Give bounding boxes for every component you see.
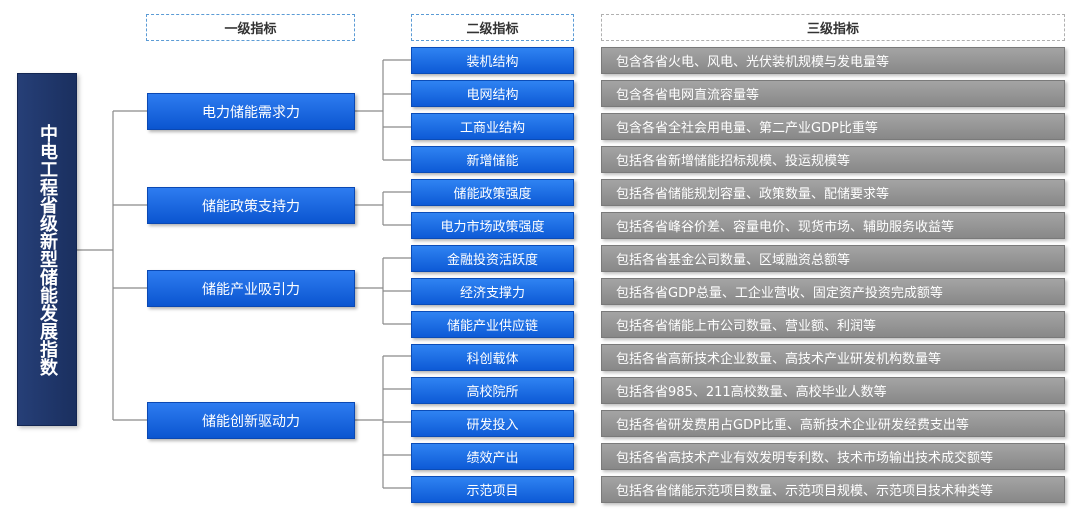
level3-node: 包含各省全社会用电量、第二产业GDP比重等 (601, 113, 1065, 140)
level2-node: 储能政策强度 (411, 179, 574, 206)
level2-node: 储能产业供应链 (411, 311, 574, 338)
header-level2-label: 二级指标 (466, 22, 519, 37)
level2-node: 科创载体 (411, 344, 574, 371)
level1-node: 电力储能需求力 (147, 93, 355, 130)
level2-label: 金融投资活跃度 (446, 253, 538, 268)
level2-node: 绩效产出 (411, 443, 574, 470)
level3-node: 包括各省GDP总量、工企业营收、固定资产投资完成额等 (601, 278, 1065, 305)
level3-node: 包含各省火电、风电、光伏装机规模与发电量等 (601, 47, 1065, 74)
level2-node: 经济支撑力 (411, 278, 574, 305)
level2-label: 高校院所 (466, 385, 519, 400)
level3-desc: 包括各省985、211高校数量、高校毕业人数等 (616, 385, 887, 400)
level2-label: 绩效产出 (466, 451, 519, 466)
level3-node: 包括各省峰谷价差、容量电价、现货市场、辅助服务收益等 (601, 212, 1065, 239)
level1-label: 储能产业吸引力 (202, 281, 300, 298)
level3-desc: 包括各省高技术产业有效发明专利数、技术市场输出技术成交额等 (616, 451, 994, 466)
level3-node: 包含各省电网直流容量等 (601, 80, 1065, 107)
level3-node: 包括各省基金公司数量、区域融资总额等 (601, 245, 1065, 272)
level1-node: 储能创新驱动力 (147, 402, 355, 439)
level3-desc: 包括各省基金公司数量、区域融资总额等 (616, 253, 851, 268)
level2-label: 工商业结构 (459, 121, 525, 136)
level3-desc: 包含各省全社会用电量、第二产业GDP比重等 (616, 121, 878, 136)
level2-node: 工商业结构 (411, 113, 574, 140)
level2-node: 研发投入 (411, 410, 574, 437)
level1-node: 储能政策支持力 (147, 187, 355, 224)
header-level3-label: 三级指标 (806, 22, 859, 37)
level3-desc: 包括各省GDP总量、工企业营收、固定资产投资完成额等 (616, 286, 943, 301)
level3-node: 包括各省研发费用占GDP比重、高新技术企业研发经费支出等 (601, 410, 1065, 437)
level3-node: 包括各省高技术产业有效发明专利数、技术市场输出技术成交额等 (601, 443, 1065, 470)
level2-label: 装机结构 (466, 55, 519, 70)
level3-desc: 包括各省储能规划容量、政策数量、配储要求等 (616, 187, 890, 202)
level3-node: 包括各省新增储能招标规模、投运规模等 (601, 146, 1065, 173)
level2-label: 示范项目 (466, 484, 519, 499)
level3-node: 包括各省储能规划容量、政策数量、配储要求等 (601, 179, 1065, 206)
level3-desc: 包括各省储能上市公司数量、营业额、利润等 (616, 319, 877, 334)
level2-node: 装机结构 (411, 47, 574, 74)
level1-label: 储能政策支持力 (202, 198, 300, 215)
level2-label: 研发投入 (466, 418, 519, 433)
level1-node: 储能产业吸引力 (147, 270, 355, 307)
level2-label: 新增储能 (466, 154, 519, 169)
header-level1-label: 一级指标 (224, 22, 277, 37)
level2-node: 金融投资活跃度 (411, 245, 574, 272)
level2-node: 示范项目 (411, 476, 574, 503)
header-level2: 二级指标 (411, 14, 574, 41)
level1-label: 储能创新驱动力 (202, 413, 300, 430)
level2-label: 储能产业供应链 (446, 319, 538, 334)
header-level1: 一级指标 (146, 14, 355, 41)
root-label: 中电工程省级新型储能发展指数 (37, 123, 58, 376)
level3-desc: 包括各省峰谷价差、容量电价、现货市场、辅助服务收益等 (616, 220, 955, 235)
header-level3: 三级指标 (601, 14, 1065, 41)
level3-desc: 包括各省高新技术企业数量、高技术产业研发机构数量等 (616, 352, 942, 367)
level3-node: 包括各省高新技术企业数量、高技术产业研发机构数量等 (601, 344, 1065, 371)
level2-node: 电网结构 (411, 80, 574, 107)
level3-desc: 包括各省研发费用占GDP比重、高新技术企业研发经费支出等 (616, 418, 969, 433)
level3-desc: 包含各省电网直流容量等 (616, 88, 760, 103)
level3-desc: 包含各省火电、风电、光伏装机规模与发电量等 (616, 55, 890, 70)
level2-label: 储能政策强度 (453, 187, 532, 202)
level3-node: 包括各省985、211高校数量、高校毕业人数等 (601, 377, 1065, 404)
root-node: 中电工程省级新型储能发展指数 (17, 73, 77, 426)
level2-node: 新增储能 (411, 146, 574, 173)
level3-desc: 包括各省新增储能招标规模、投运规模等 (616, 154, 851, 169)
level2-node: 高校院所 (411, 377, 574, 404)
level1-label: 电力储能需求力 (202, 104, 300, 121)
level2-label: 电力市场政策强度 (440, 220, 545, 235)
level3-node: 包括各省储能上市公司数量、营业额、利润等 (601, 311, 1065, 338)
level2-label: 电网结构 (466, 88, 519, 103)
level2-node: 电力市场政策强度 (411, 212, 574, 239)
level3-node: 包括各省储能示范项目数量、示范项目规模、示范项目技术种类等 (601, 476, 1065, 503)
level2-label: 经济支撑力 (459, 286, 525, 301)
level2-label: 科创载体 (466, 352, 519, 367)
level3-desc: 包括各省储能示范项目数量、示范项目规模、示范项目技术种类等 (616, 484, 994, 499)
